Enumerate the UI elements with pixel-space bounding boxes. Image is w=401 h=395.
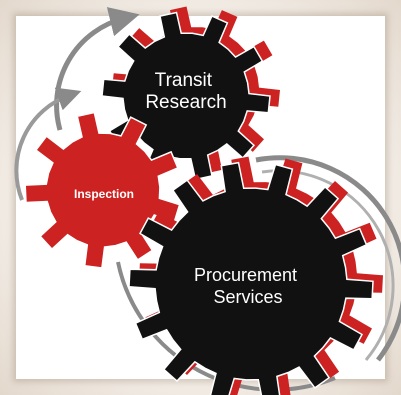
arrows-group	[14, 7, 401, 392]
bottom-arrow	[116, 261, 336, 392]
gear-label-transit-research: Transit Research	[145, 70, 226, 113]
gear-inspection	[24, 111, 181, 269]
right-inner-arrow	[261, 169, 395, 361]
gear-label-procurement-services: Procurement Services	[194, 265, 302, 307]
gear-label-inspection: Inspection	[74, 187, 134, 201]
mid-left-arrow	[14, 87, 82, 201]
gear-procurement-services	[128, 161, 374, 395]
top-left-arrow	[54, 7, 140, 131]
right-outer-arrow	[255, 155, 401, 362]
gear-transit-research	[101, 11, 271, 181]
